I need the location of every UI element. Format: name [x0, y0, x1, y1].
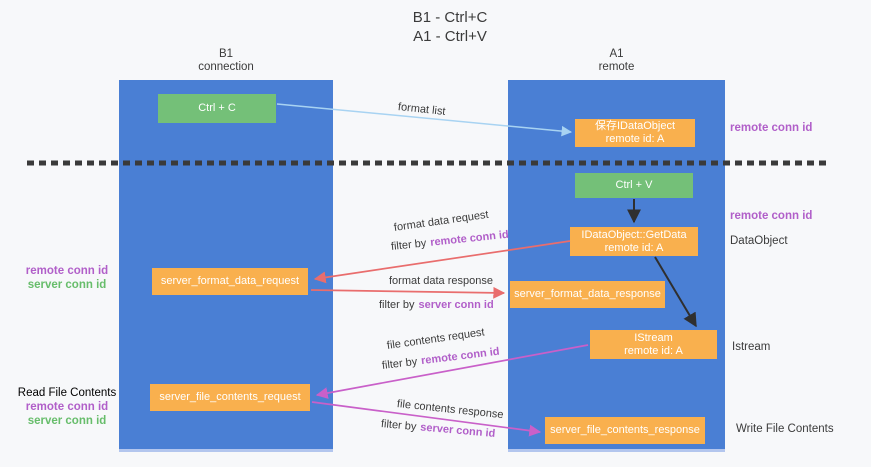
node-server-format-data-response-label: server_format_data_response — [514, 288, 661, 300]
label-write-file-contents: Write File Contents — [736, 423, 834, 435]
node-idataobject-getdata-line1: IDataObject::GetData — [581, 228, 687, 241]
node-server-format-data-request-label: server_format_data_request — [160, 275, 300, 287]
node-ctrl-c: Ctrl + C — [158, 94, 276, 123]
lane-b1-subtitle: connection — [198, 61, 254, 73]
node-server-file-contents-request: server_file_contents_request — [150, 384, 310, 411]
filter-key-remote-conn-id: remote conn id — [429, 228, 510, 249]
label-remote-conn-id-mid: remote conn id — [730, 210, 813, 222]
node-server-format-data-response: server_format_data_response — [510, 281, 665, 308]
node-ctrl-v: Ctrl + V — [575, 173, 693, 198]
flow-label-format-list: format list — [397, 101, 447, 118]
filter-key-server-conn-id: server conn id — [418, 299, 494, 311]
label-dataobject: DataObject — [730, 235, 788, 247]
lane-header-a1: A1 remote — [508, 48, 725, 74]
label-stack-b1-format: remote conn id server conn id — [8, 265, 126, 293]
node-istream: IStream remote id: A — [590, 330, 717, 359]
lane-b1-title: B1 — [218, 48, 234, 60]
label-b1-file-remote-conn-id: remote conn id — [25, 401, 109, 413]
lane-header-b1: B1 connection — [119, 48, 333, 74]
title-line-2: A1 - Ctrl+V — [413, 28, 487, 45]
lane-a1-title: A1 — [609, 48, 624, 60]
label-stack-b1-file: Read File Contents remote conn id server… — [8, 387, 126, 429]
node-idataobject-getdata-line2: remote id: A — [604, 241, 664, 254]
node-server-file-contents-request-label: server_file_contents_request — [159, 391, 301, 403]
arrow-format-data-response — [310, 286, 506, 299]
lane-a1-subtitle: remote — [598, 61, 635, 73]
node-ctrl-v-label: Ctrl + V — [615, 179, 653, 191]
filter-key-remote-conn-id: remote conn id — [420, 345, 501, 368]
node-ctrl-c-label: Ctrl + C — [198, 102, 236, 114]
flow-label-file-contents-response: file contents response — [396, 398, 505, 422]
node-istream-line2: remote id: A — [624, 344, 683, 357]
node-store-idataobject: 保存IDataObject remote id: A — [575, 119, 695, 147]
label-b1-format-server-conn-id: server conn id — [27, 279, 107, 291]
node-server-file-contents-response: server_file_contents_response — [545, 417, 705, 444]
node-idataobject-getdata: IDataObject::GetData remote id: A — [570, 227, 698, 256]
node-store-idataobject-line2: remote id: A — [605, 133, 665, 145]
title-line-1: B1 - Ctrl+C — [412, 9, 488, 26]
label-b1-format-remote-conn-id: remote conn id — [25, 265, 109, 277]
label-remote-conn-id-top: remote conn id — [730, 122, 813, 134]
label-istream: Istream — [732, 341, 771, 353]
flow-label-format-data-request: format data request — [393, 208, 490, 234]
flow-label-format-data-response: format data response — [389, 275, 493, 287]
node-store-idataobject-line1: 保存IDataObject — [594, 120, 676, 132]
filter-prefix: filter by — [381, 355, 418, 372]
node-server-format-data-request: server_format_data_request — [152, 268, 308, 295]
node-istream-line1: IStream — [634, 331, 673, 344]
filter-key-server-conn-id: server conn id — [419, 421, 496, 440]
filter-prefix: filter by — [390, 237, 427, 253]
filter-prefix: filter by — [379, 299, 415, 311]
filter-prefix: filter by — [380, 418, 417, 434]
diagram-title: B1 - Ctrl+C A1 - Ctrl+V — [330, 8, 570, 46]
label-read-file-contents: Read File Contents — [17, 387, 117, 399]
label-b1-file-server-conn-id: server conn id — [27, 415, 107, 427]
node-server-file-contents-response-label: server_file_contents_response — [550, 424, 700, 436]
